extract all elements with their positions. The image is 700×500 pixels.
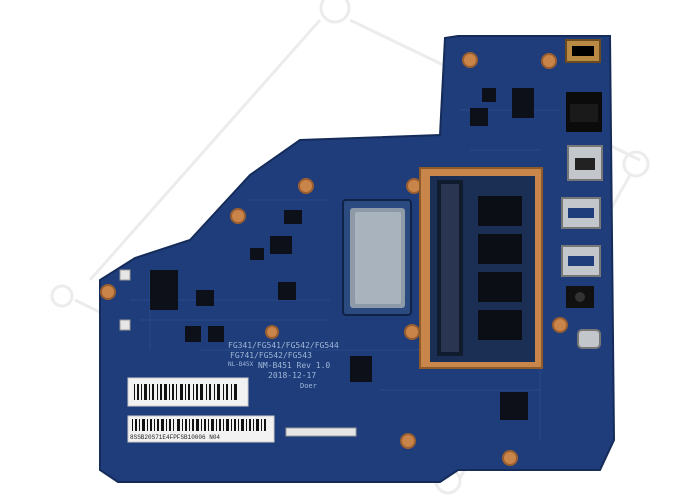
ram-chip bbox=[478, 196, 522, 226]
barcode-1-stripes bbox=[134, 384, 237, 400]
fpc-connectors bbox=[119, 269, 357, 437]
barcode-label-1 bbox=[127, 377, 249, 407]
silk-line-4: 2018-12-17 bbox=[268, 371, 316, 380]
silk-line-2: FG741/FG542/FG543 bbox=[230, 351, 312, 360]
silkscreen: FG341/FG541/FG542/FG544 FG741/FG542/FG54… bbox=[228, 341, 339, 390]
barcode-2-text: 8SSB20S71E4FPFSB10006 N04 bbox=[130, 434, 220, 441]
ram-chip bbox=[478, 310, 522, 340]
usb-port bbox=[561, 197, 601, 229]
ram-area bbox=[419, 167, 543, 369]
ports bbox=[561, 39, 603, 349]
silk-line-3: NM-B451 Rev 1.0 bbox=[258, 361, 330, 370]
ethernet-port bbox=[566, 92, 602, 132]
barcode-2-stripes bbox=[132, 419, 266, 431]
mounting-holes bbox=[100, 52, 568, 466]
cpu-package bbox=[342, 199, 412, 316]
silk-line-1: FG341/FG541/FG542/FG544 bbox=[228, 341, 339, 350]
ic-chips bbox=[150, 88, 534, 420]
ram-chip bbox=[478, 272, 522, 302]
pcb-traces bbox=[130, 109, 560, 440]
silk-mark-1: Doer bbox=[300, 382, 317, 390]
silk-mark-2: NL-B45X bbox=[228, 361, 254, 368]
barcode-label-2: 8SSB20S71E4FPFSB10006 N04 bbox=[127, 415, 275, 443]
ram-chip bbox=[478, 234, 522, 264]
usb-c-port bbox=[577, 329, 601, 349]
hdmi-port bbox=[567, 145, 603, 181]
audio-jack bbox=[566, 286, 594, 308]
usb-port bbox=[561, 245, 601, 277]
dc-jack bbox=[565, 39, 601, 63]
